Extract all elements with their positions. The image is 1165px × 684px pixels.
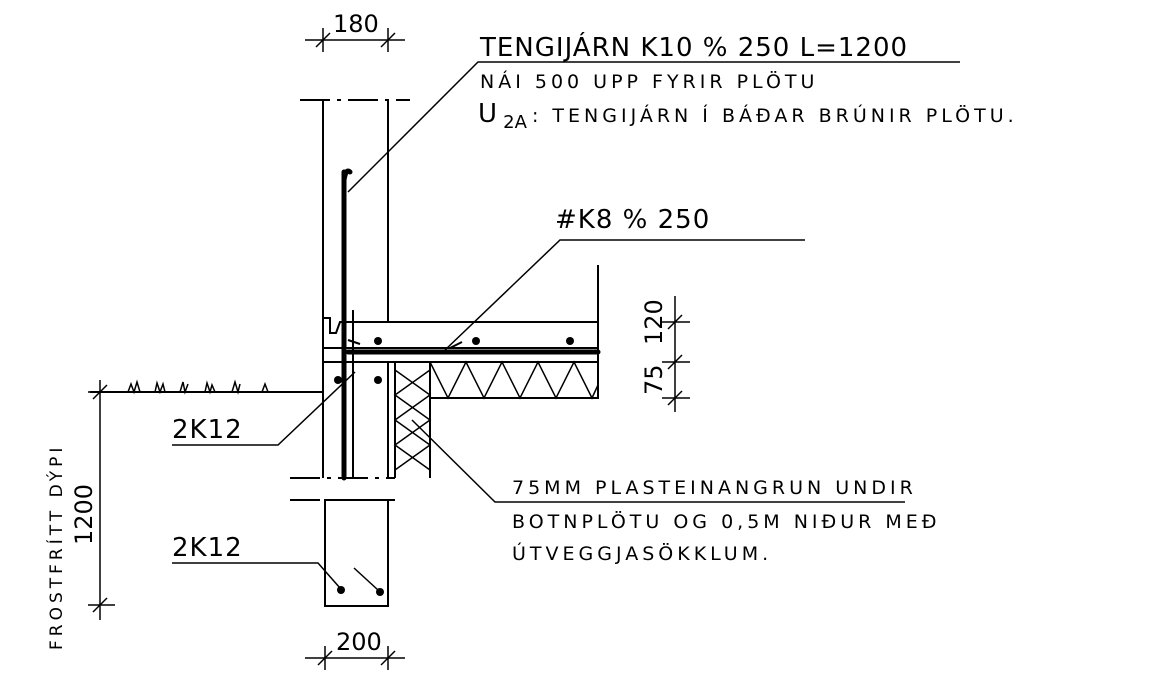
frost-depth-label: FROSTFRÍTT DÝPI: [45, 444, 67, 650]
slab: [323, 265, 601, 398]
annotation-rebar-lower: 2K12: [172, 533, 243, 563]
annotation-top-line2: NÁI 500 UPP FYRIR PLÖTU: [480, 70, 818, 93]
vertical-insulation: [393, 362, 432, 478]
leader-lines: [172, 61, 960, 591]
dim-footing-width-label: 200: [336, 628, 382, 656]
dim-wall-width-label: 180: [333, 10, 379, 38]
annotation-top-line1: TENGIJÁRN K10 % 250 L=1200: [479, 31, 908, 63]
dimension-frost-depth: [88, 380, 115, 620]
ground-line: [90, 379, 323, 395]
slab-rebar-dot: [472, 337, 480, 345]
dim-slab-thickness-label: 120: [640, 299, 668, 345]
annotation-insulation-line1: 75MM PLASTEINANGRUN UNDIR: [512, 477, 917, 499]
annotation-insulation-line3: ÚTVEGGJASÖKKLUM.: [512, 541, 772, 565]
tie-bar: [341, 168, 354, 481]
u2a-sub: 2A: [503, 112, 527, 133]
slab-rebar-dot: [566, 337, 574, 345]
annotation-slab-mesh: #K8 % 250: [555, 205, 710, 235]
horizontal-insulation: [429, 360, 599, 400]
dimension-footing-width: [305, 646, 405, 670]
u2a-rest: : TENGIJÁRN Í BÁÐAR BRÚNIR PLÖTU.: [532, 103, 1018, 127]
annotation-insulation-line2: BOTNPLÖTU OG 0,5M NIÐUR MEÐ: [512, 510, 941, 533]
wall-outline: [300, 99, 410, 375]
dim-insulation-thickness-label: 75: [640, 364, 668, 395]
annotation-rebar-upper: 2K12: [172, 415, 243, 445]
footing-rebar-dot: [334, 376, 342, 384]
dimension-slab-right: [662, 296, 690, 412]
annotation-top-line3: U 2A : TENGIJÁRN Í BÁÐAR BRÚNIR PLÖTU.: [478, 99, 1018, 133]
dimension-wall-width: [305, 28, 405, 52]
u2a-main: U: [478, 99, 498, 129]
footing-rebar-dot: [337, 586, 345, 594]
footing-rebar-dot: [374, 376, 382, 384]
dim-frost-depth-value: 1200: [70, 484, 98, 545]
slab-rebar-dot: [374, 337, 382, 345]
